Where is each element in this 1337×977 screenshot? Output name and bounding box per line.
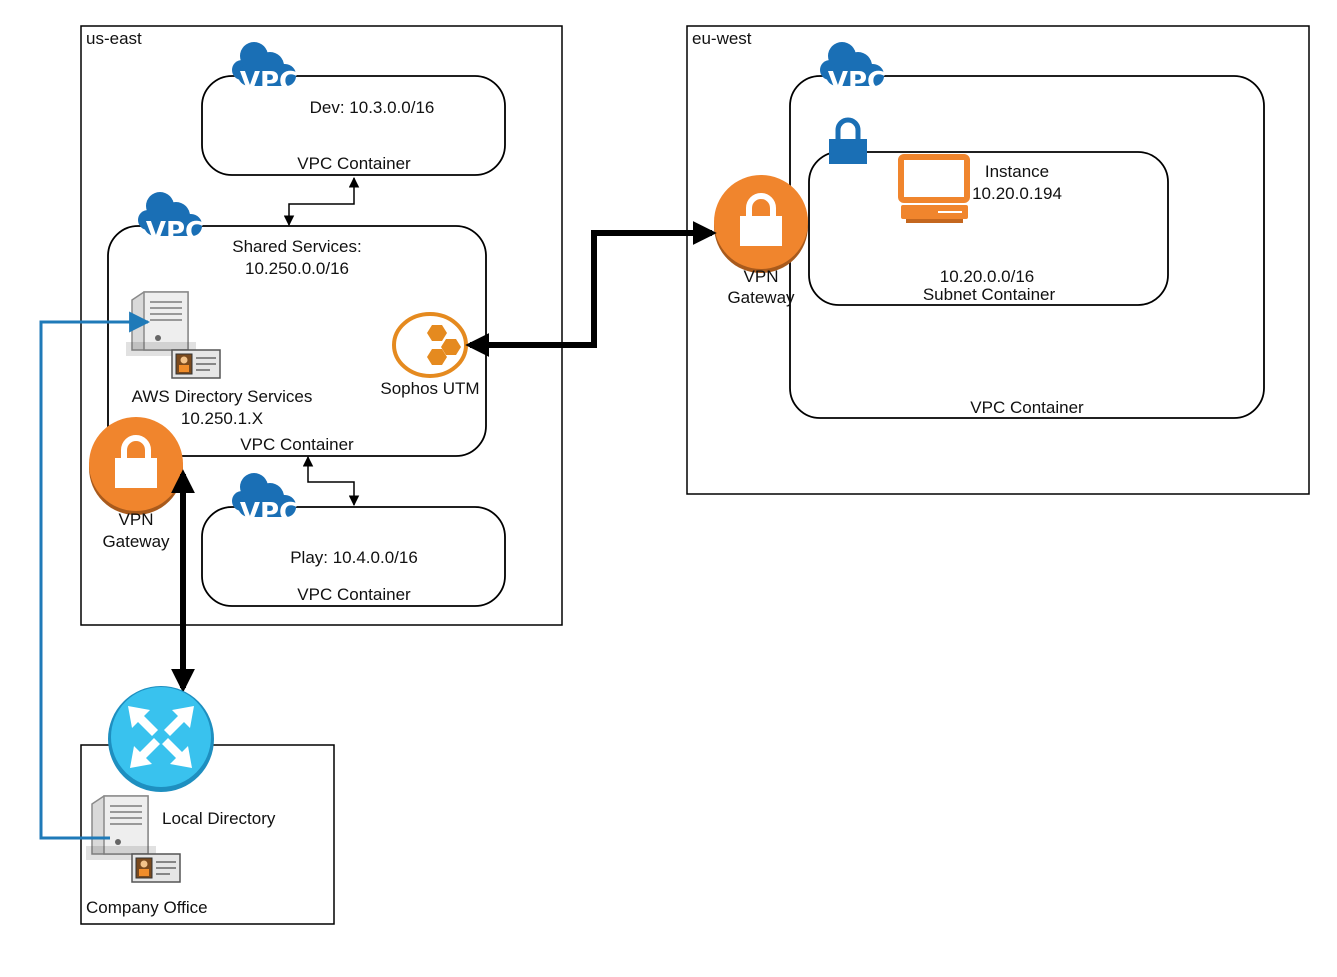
eu-vpc-container-label: VPC Container — [970, 398, 1084, 417]
dev-vpc-name: Dev: 10.3.0.0/16 — [310, 98, 435, 117]
instance-icon — [898, 154, 970, 223]
cloud-vpc-icon: VPC — [232, 473, 298, 528]
region-eu-west-label: eu-west — [692, 29, 752, 48]
svg-text:VPC: VPC — [240, 67, 298, 97]
instance-line2: 10.20.0.194 — [972, 184, 1062, 203]
subnet-container-label: Subnet Container — [923, 285, 1056, 304]
dev-vpc-container-label: VPC Container — [297, 154, 411, 173]
vpn-us-line2: Gateway — [102, 532, 170, 551]
server-directory-icon — [125, 291, 221, 379]
play-vpc-name: Play: 10.4.0.0/16 — [290, 548, 418, 567]
svg-text:VPC: VPC — [146, 217, 204, 247]
aws-directory-line1: AWS Directory Services — [132, 387, 313, 406]
cloud-vpc-icon: VPC — [138, 192, 204, 247]
vpn-gateway-eu — [714, 175, 808, 273]
lock-icon — [829, 117, 867, 164]
company-office-label: Company Office — [86, 898, 208, 917]
subnet-container: 10.20.0.0/16 Subnet Container — [808, 151, 1169, 306]
shared-services-vpc-container: Shared Services: 10.250.0.0/16 VPC Conta… — [107, 225, 487, 457]
svg-text:VPC: VPC — [828, 67, 886, 97]
shared-vpc-name-line2: 10.250.0.0/16 — [245, 259, 349, 278]
eu-vpc-container: VPC Container — [789, 75, 1265, 419]
sophos-eu-vpn-link — [465, 221, 717, 357]
vpn-us-line1: VPN — [119, 510, 154, 529]
play-vpc-container-label: VPC Container — [297, 585, 411, 604]
shared-vpc-name-line1: Shared Services: — [232, 237, 361, 256]
dev-vpc-container: Dev: 10.3.0.0/16 VPC Container — [201, 75, 506, 176]
sophos-icon — [392, 312, 468, 378]
sophos-label: Sophos UTM — [380, 379, 479, 398]
dev-shared-peering-line — [283, 176, 360, 227]
vpn-gateway-us — [89, 417, 183, 515]
cloud-vpc-icon: VPC — [232, 42, 298, 97]
instance-line1: Instance — [985, 162, 1049, 181]
region-us-east-label: us-east — [86, 29, 142, 48]
vpn-eu-line2: Gateway — [727, 288, 795, 307]
shared-vpc-container-label: VPC Container — [240, 435, 354, 454]
cloud-vpc-icon: VPC — [820, 42, 886, 97]
play-vpc-container: Play: 10.4.0.0/16 VPC Container — [201, 506, 506, 607]
subnet-cidr: 10.20.0.0/16 — [940, 267, 1035, 286]
svg-text:VPC: VPC — [240, 498, 298, 528]
router-icon — [108, 686, 214, 792]
directory-sync-line — [39, 311, 151, 840]
shared-play-peering-line — [302, 455, 360, 507]
vpn-eu-line1: VPN — [744, 267, 779, 286]
aws-directory-line2: 10.250.1.X — [181, 409, 263, 428]
local-directory-label: Local Directory — [162, 809, 276, 828]
